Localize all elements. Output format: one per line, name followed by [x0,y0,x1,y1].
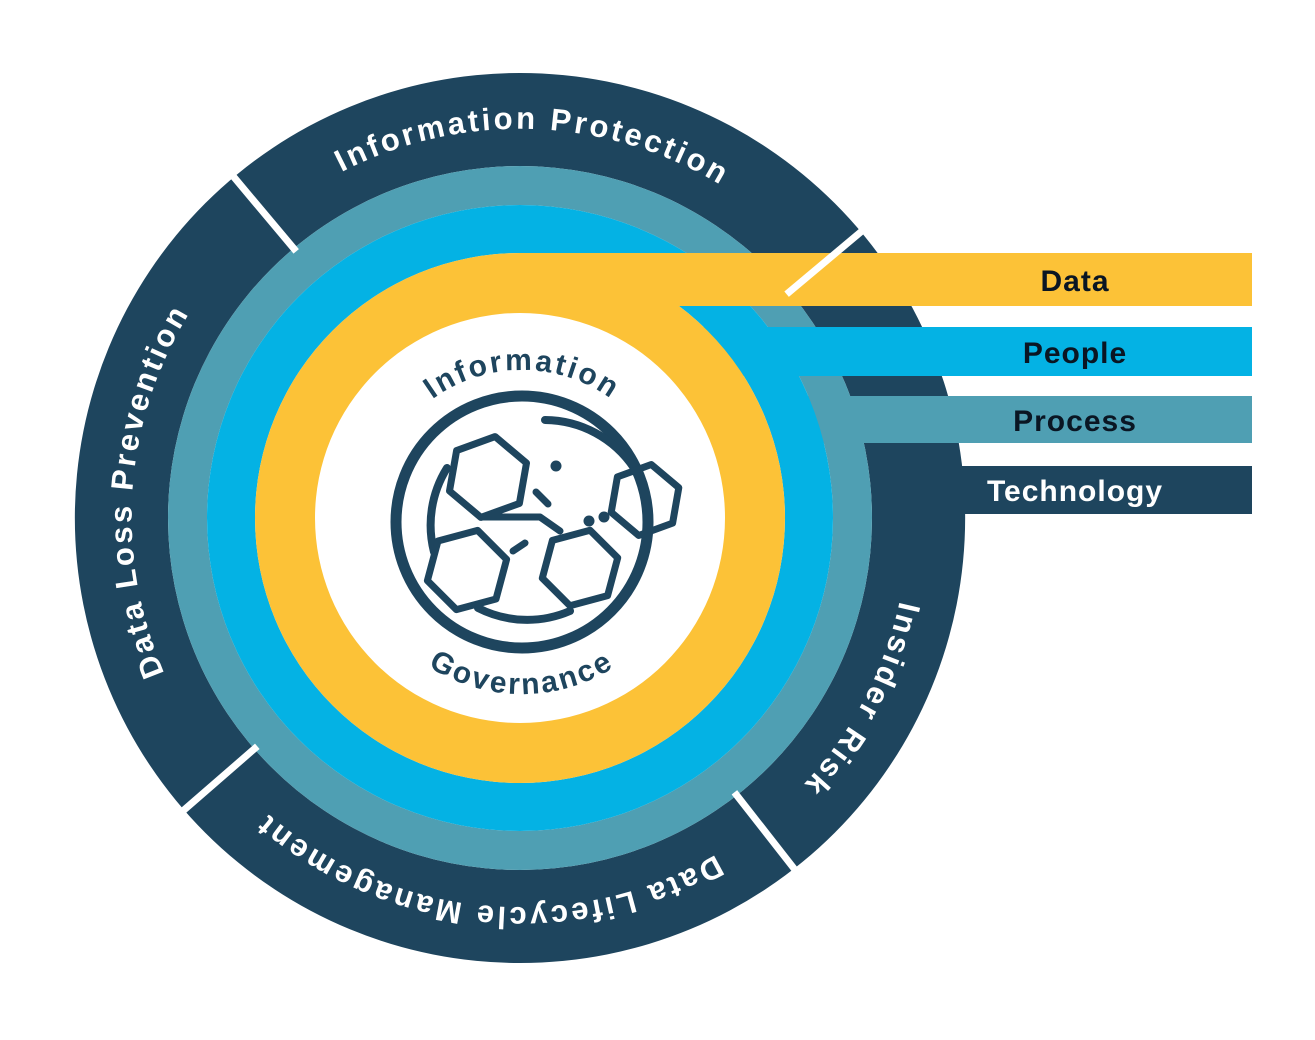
bar-process [800,396,1252,443]
bar-label-data: Data [1040,265,1109,298]
icon-dot [598,511,610,523]
icon-bond [532,488,552,508]
segment-divider [228,171,299,254]
segment-divider [731,790,800,875]
icon-arc-bottom [474,604,574,624]
icon-hexagon [538,526,622,610]
segment-divider [784,226,867,297]
band-data [255,253,1252,783]
icon-hexagon [607,461,683,539]
icon-hexagon [423,526,511,614]
band-process [168,166,1252,870]
icon-arc-top-right [541,416,638,472]
icon-arc-left [426,464,451,556]
band-technology [74,72,1252,963]
icon-bond [509,539,529,555]
hexagon-network-icon [390,390,683,654]
icon-hexagon [446,433,530,521]
bar-people [690,327,1252,376]
bar-technology [950,466,1252,514]
icon-bond [477,513,564,535]
icon-circle [390,390,654,654]
band-people [207,205,1252,831]
bar-label-technology: Technology [987,475,1163,508]
icon-dot [583,515,595,527]
icon-dot [550,460,562,472]
segment-dividers [178,171,867,875]
bar-label-people: People [1023,337,1127,370]
bar-label-process: Process [1013,405,1137,438]
bar-data [520,253,1252,306]
segment-divider [178,743,260,816]
